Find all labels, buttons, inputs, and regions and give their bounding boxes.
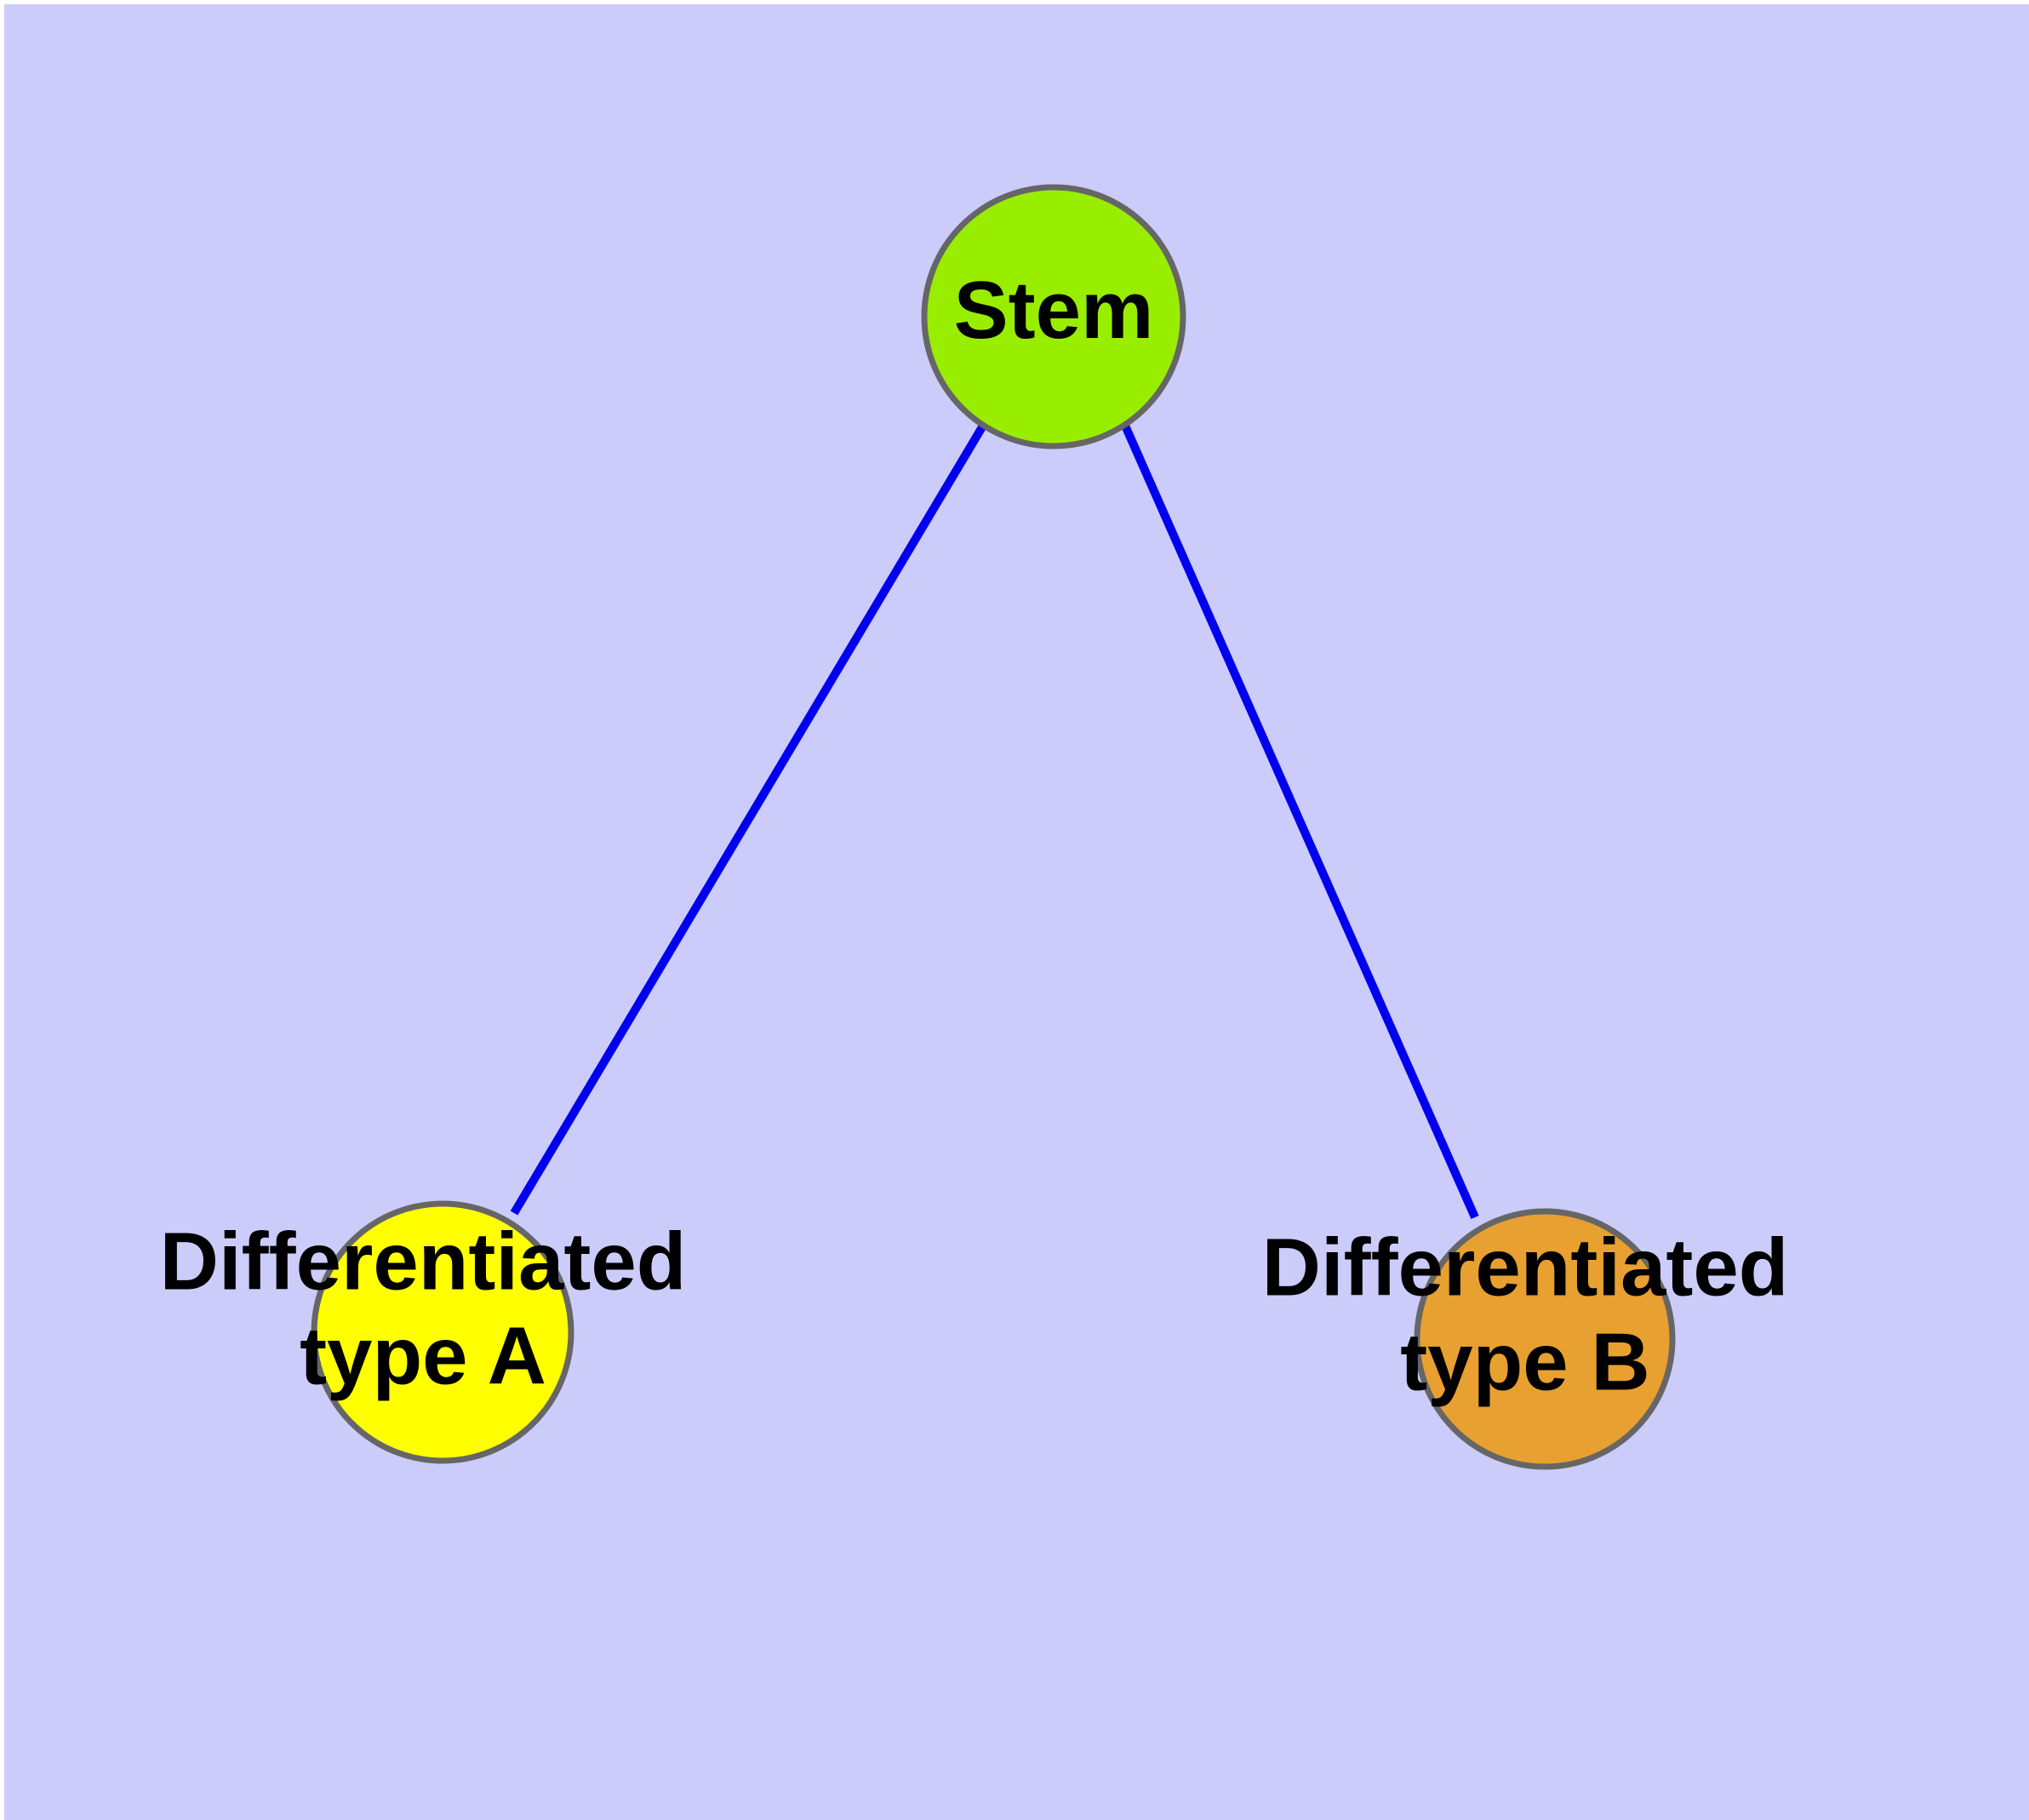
graph-edge-stem-to-diff_a[interactable] — [510, 423, 987, 1216]
node-label-stem: Stem — [954, 265, 1154, 356]
node-circle-diff_b[interactable] — [1414, 1208, 1676, 1470]
node-label-line: type B — [1400, 1317, 1649, 1408]
node-label-line: Differentiated — [1262, 1222, 1789, 1313]
graph-edge-stem-to-diff_b[interactable] — [1121, 423, 1479, 1220]
node-circle-diff_a[interactable] — [311, 1200, 574, 1464]
node-label-line: Stem — [954, 265, 1154, 356]
node-label-line: Differentiated — [160, 1216, 687, 1308]
edges-group — [510, 423, 1479, 1220]
node-label-line: type A — [300, 1311, 546, 1402]
node-circle-stem[interactable] — [921, 184, 1186, 449]
graph-node-stem[interactable]: Stem — [921, 184, 1186, 449]
